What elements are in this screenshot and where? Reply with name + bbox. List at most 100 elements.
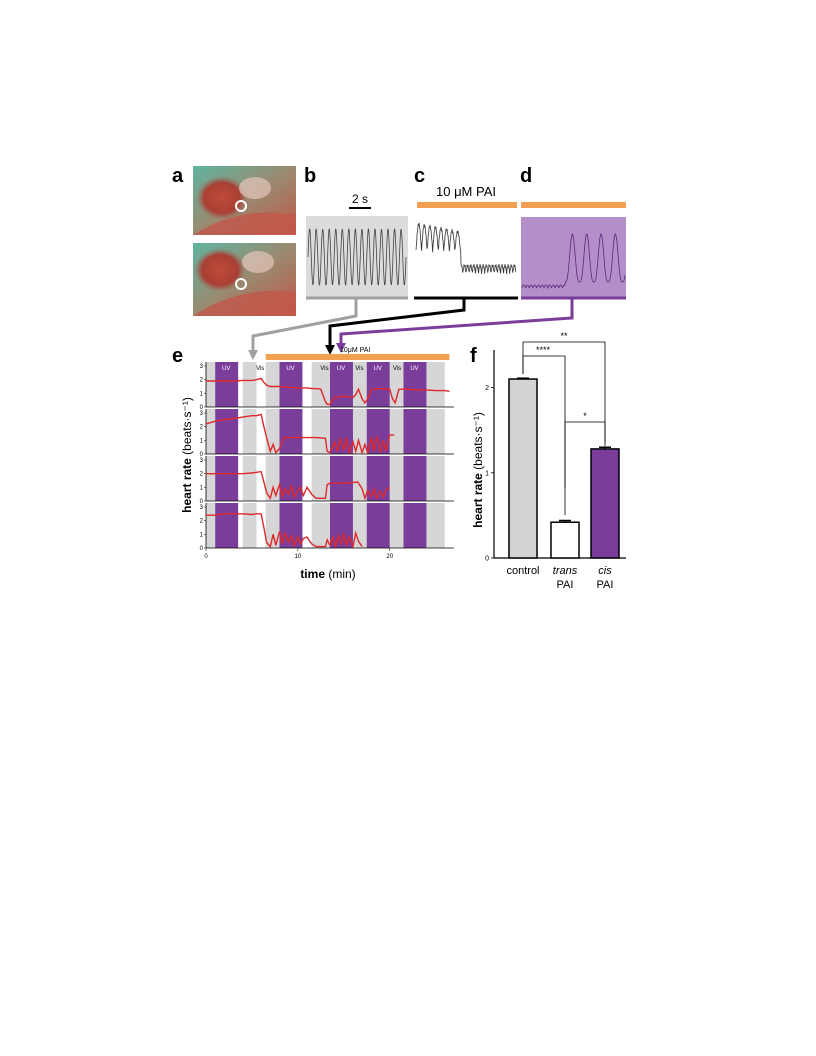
vis-band xyxy=(426,362,445,407)
uv-band xyxy=(330,362,353,407)
vis-band xyxy=(426,409,445,454)
uv-band xyxy=(330,503,353,548)
uv-band xyxy=(279,409,303,454)
y-tick-label: 3 xyxy=(200,505,204,511)
y-tick-label: 2 xyxy=(485,385,489,392)
uv-band xyxy=(215,503,239,548)
significance-bracket xyxy=(564,421,606,515)
vis-band xyxy=(265,409,280,454)
bar-cis xyxy=(590,448,620,559)
vis-band xyxy=(265,503,280,548)
vis-band xyxy=(242,456,257,501)
y-tick-label: 0 xyxy=(200,499,204,505)
uv-band xyxy=(330,409,353,454)
y-axis-label: heart rate (beats·s⁻¹) xyxy=(471,412,485,528)
y-tick-label: 0 xyxy=(200,452,204,458)
vis-band xyxy=(265,456,280,501)
arrow-gray-connector xyxy=(251,298,358,352)
uv-band xyxy=(215,456,239,501)
panel-d-background xyxy=(521,217,626,298)
uv-band xyxy=(403,503,427,548)
vis-band xyxy=(426,456,445,501)
bar-control xyxy=(508,378,538,559)
significance-label: ** xyxy=(560,331,568,341)
panel-d-trace-box xyxy=(521,202,626,300)
uv-band xyxy=(366,362,390,407)
y-tick-label: 0 xyxy=(485,556,489,563)
y-tick-label: 0 xyxy=(200,546,204,552)
uv-band xyxy=(366,503,390,548)
arrow-black-connector xyxy=(328,298,466,347)
vis-band-label: Vis xyxy=(355,366,363,372)
significance-label: **** xyxy=(536,345,551,355)
y-tick-label: 0 xyxy=(200,405,204,411)
vis-band xyxy=(311,362,330,407)
vis-band xyxy=(242,362,257,407)
vis-band xyxy=(206,362,216,407)
vis-band xyxy=(389,503,404,548)
y-tick-label: 3 xyxy=(200,364,204,370)
panel-letter-c: c xyxy=(414,165,425,187)
uv-band-label: UV xyxy=(337,366,345,372)
vis-band xyxy=(311,456,330,501)
y-tick-label: 3 xyxy=(200,458,204,464)
uv-band-label: UV xyxy=(286,366,294,372)
y-tick-label: 1 xyxy=(200,485,204,491)
panel-b-waveform xyxy=(307,228,407,286)
panel-letter-d: d xyxy=(520,165,532,187)
arrow-purple-connector xyxy=(339,298,574,345)
vis-band xyxy=(389,409,404,454)
y-axis-label: heart rate (beats·s⁻¹) xyxy=(180,397,194,513)
y-tick-label: 1 xyxy=(200,391,204,397)
category-label: cis xyxy=(598,565,612,577)
uv-band xyxy=(403,456,427,501)
uv-band xyxy=(215,409,239,454)
uv-band-label: UV xyxy=(222,366,230,372)
y-tick-label: 3 xyxy=(200,411,204,417)
y-tick-label: 2 xyxy=(200,519,204,525)
heart-rate-series-2 xyxy=(205,413,395,456)
category-label: PAI xyxy=(557,579,574,591)
pai-bar-label-e: 10μM PAI xyxy=(340,347,370,354)
vis-band-label: Vis xyxy=(320,366,328,372)
uv-band xyxy=(279,362,303,407)
vis-band xyxy=(352,456,367,501)
uv-band xyxy=(366,456,390,501)
panel-c-waveform xyxy=(415,222,517,275)
arrow-gray-head xyxy=(248,350,258,360)
vis-band xyxy=(311,503,330,548)
panel-c-trace-box: 10 μM PAI xyxy=(414,184,518,300)
category-label: control xyxy=(506,565,539,577)
vis-band xyxy=(242,503,257,548)
uv-band xyxy=(403,362,427,407)
uv-band-label: UV xyxy=(410,366,418,372)
x-tick-label: 10 xyxy=(295,554,302,560)
vis-band xyxy=(206,503,216,548)
roi-circle xyxy=(235,200,247,212)
y-tick-label: 2 xyxy=(200,472,204,478)
arrow-purple-head xyxy=(336,343,346,353)
category-label: trans xyxy=(553,565,578,577)
significance-bracket xyxy=(522,341,606,443)
bar-trans xyxy=(550,521,580,559)
vis-band xyxy=(426,503,445,548)
vis-band xyxy=(389,456,404,501)
significance-label: * xyxy=(583,411,587,421)
panel-letter-e: e xyxy=(172,345,183,367)
vis-band xyxy=(265,362,280,407)
y-tick-label: 2 xyxy=(200,378,204,384)
uv-band xyxy=(403,409,427,454)
uv-band xyxy=(215,362,239,407)
vis-band xyxy=(242,409,257,454)
x-tick-label: 0 xyxy=(204,554,208,560)
heart-rate-series-4 xyxy=(206,513,363,550)
uv-band xyxy=(330,456,353,501)
pai-concentration-label: 10 μM PAI xyxy=(436,184,496,199)
panel-d-waveform xyxy=(521,233,626,290)
x-axis-label: time (min) xyxy=(300,567,355,581)
category-label: PAI xyxy=(597,579,614,591)
panel-letter-a: a xyxy=(172,165,184,187)
y-tick-label: 1 xyxy=(485,470,489,477)
panel-letter-b: b xyxy=(304,165,316,187)
